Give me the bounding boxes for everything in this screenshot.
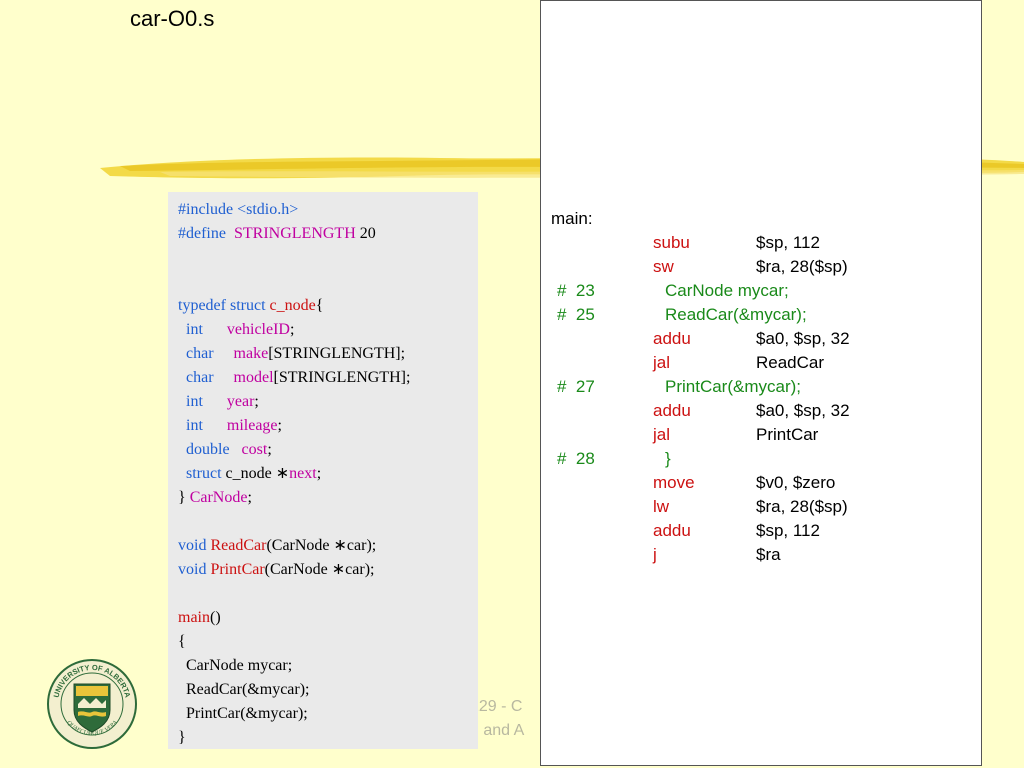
code-line: #define STRINGLENGTH 20 <box>178 222 478 246</box>
code-token: vehicleID <box>226 321 290 338</box>
code-token: next <box>289 465 317 482</box>
code-token: char <box>178 345 234 362</box>
code-blank-line <box>178 582 478 606</box>
code-line: ReadCar(&mycar); <box>178 681 310 698</box>
code-token: ; <box>316 465 322 482</box>
code-token: ReadCar <box>210 537 267 554</box>
assembly-code-panel: main: subu $sp, 112 sw $ra, 28($sp) # 23 CarN… <box>540 0 982 766</box>
footer-line-2: n and A <box>470 722 525 739</box>
asm-opcode: addu <box>653 521 691 540</box>
asm-opcode: j <box>653 545 657 564</box>
asm-opcode: jal <box>653 425 671 444</box>
code-token: struct <box>178 465 226 482</box>
code-line: main() <box>178 606 478 630</box>
asm-comment-text: PrintCar(&mycar); <box>665 377 802 396</box>
code-token: cost <box>241 441 268 458</box>
code-token: (CarNode ∗car); <box>266 537 377 554</box>
code-line: void PrintCar(CarNode ∗car); <box>178 558 478 582</box>
slide-title: car-O0.s <box>130 6 215 31</box>
code-token: c_node ∗ <box>225 465 290 482</box>
asm-comment-text: ReadCar(&mycar); <box>665 305 807 324</box>
code-line: void ReadCar(CarNode ∗car); <box>178 534 478 558</box>
asm-opcode: addu <box>653 401 691 420</box>
code-line: PrintCar(&mycar); <box>178 705 308 722</box>
code-line: double cost; <box>178 438 478 462</box>
code-line: char model[STRINGLENGTH]; <box>178 366 478 390</box>
code-blank-line <box>178 510 478 534</box>
asm-comment-text: } <box>665 449 671 468</box>
code-token: ; <box>267 441 272 458</box>
asm-operands: ReadCar <box>756 353 825 372</box>
asm-operands: $sp, 112 <box>756 233 820 252</box>
asm-comment-line-number: # 27 <box>557 377 595 396</box>
footer-line-1: 229 - C <box>470 698 523 715</box>
asm-operands: $a0, $sp, 32 <box>756 329 850 348</box>
code-line: #include <stdio.h> <box>178 198 478 222</box>
code-token: ; <box>277 417 282 434</box>
asm-operands: $v0, $zero <box>756 473 836 492</box>
code-token: [STRINGLENGTH]; <box>268 345 406 362</box>
asm-operands: $ra <box>756 545 781 564</box>
asm-comment-line-number: # 28 <box>557 449 595 468</box>
code-token: make <box>233 345 269 362</box>
code-token: <stdio.h> <box>237 201 299 218</box>
code-token: ; <box>254 393 259 410</box>
asm-opcode: subu <box>653 233 690 252</box>
code-line: char make[STRINGLENGTH]; <box>178 342 478 366</box>
code-token: year <box>226 393 255 410</box>
code-token: [STRINGLENGTH]; <box>273 369 411 386</box>
code-token: 20 <box>355 225 376 242</box>
code-token: int <box>178 393 227 410</box>
code-token: int <box>178 417 227 434</box>
code-token: ; <box>247 489 252 506</box>
asm-operands: PrintCar <box>756 425 819 444</box>
asm-operands: $ra, 28($sp) <box>756 257 848 276</box>
code-token: { <box>315 297 324 314</box>
code-line: int year; <box>178 390 478 414</box>
code-line: } CarNode; <box>178 486 478 510</box>
code-token: main <box>178 609 210 626</box>
asm-operands: $a0, $sp, 32 <box>756 401 850 420</box>
code-token: double <box>178 441 242 458</box>
asm-comment-line-number: # 25 <box>557 305 595 324</box>
code-token: c_node <box>269 297 316 314</box>
code-token: #include <box>178 201 238 218</box>
c-source-code-panel: #include <stdio.h> #define STRINGLENGTH … <box>168 192 478 749</box>
asm-opcode: addu <box>653 329 691 348</box>
code-line: { <box>178 633 186 650</box>
code-line: int vehicleID; <box>178 318 478 342</box>
asm-opcode: move <box>653 473 695 492</box>
asm-operands: $sp, 112 <box>756 521 820 540</box>
code-token: #define <box>178 225 234 242</box>
code-token: model <box>233 369 274 386</box>
code-blank-line <box>178 246 478 270</box>
code-line: } <box>178 729 186 746</box>
code-token: } <box>178 489 190 506</box>
code-line: struct c_node ∗next; <box>178 462 478 486</box>
code-blank-line <box>178 270 478 294</box>
asm-operands: $ra, 28($sp) <box>756 497 848 516</box>
code-line: int mileage; <box>178 414 478 438</box>
code-token: void <box>178 561 211 578</box>
code-token: PrintCar <box>210 561 265 578</box>
asm-label-main: main: <box>551 209 593 228</box>
asm-opcode: lw <box>653 497 670 516</box>
code-line: typedef struct c_node{ <box>178 294 478 318</box>
code-token: CarNode <box>189 489 248 506</box>
code-token: void <box>178 537 211 554</box>
code-token: int <box>178 321 227 338</box>
university-crest-icon: UNIVERSITY OF ALBERTA QUAECUMQUE VERA <box>47 659 137 749</box>
code-token: STRINGLENGTH <box>233 225 356 242</box>
code-token: ; <box>289 321 295 338</box>
code-token: typedef struct <box>178 297 270 314</box>
asm-opcode: jal <box>653 353 671 372</box>
code-token: () <box>210 609 221 626</box>
code-token: (CarNode ∗car); <box>264 561 375 578</box>
code-token: mileage <box>226 417 278 434</box>
asm-comment-line-number: # 23 <box>557 281 595 300</box>
code-token: char <box>178 369 234 386</box>
asm-comment-text: CarNode mycar; <box>665 281 789 300</box>
asm-opcode: sw <box>653 257 674 276</box>
code-line: CarNode mycar; <box>178 657 293 674</box>
